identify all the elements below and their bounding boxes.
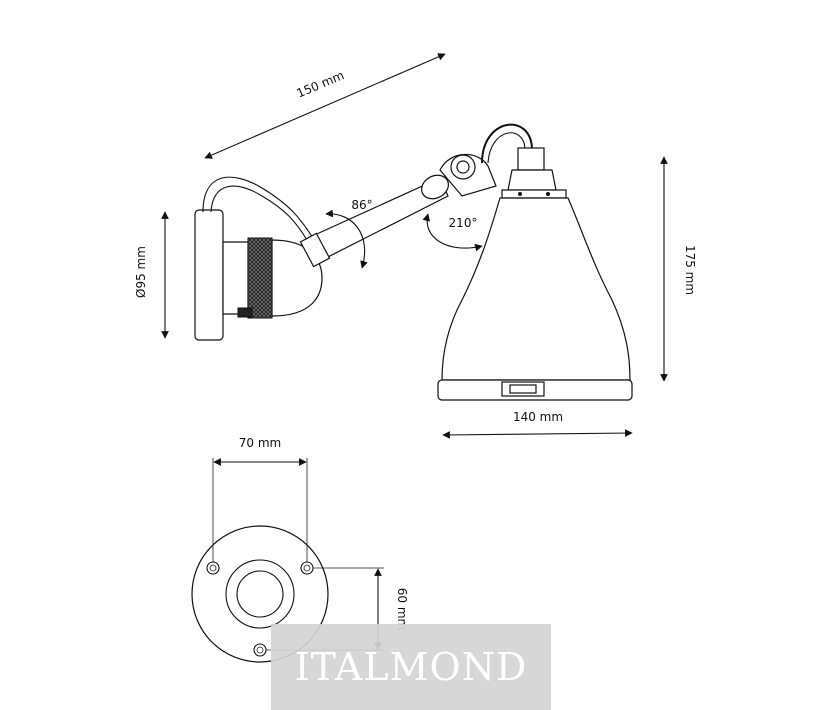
- shade-hook: [481, 123, 533, 164]
- dim-line-arm-length: [204, 53, 446, 159]
- backplate-inner-ring: [225, 559, 295, 629]
- arc-arm-angle: [325, 209, 368, 269]
- watermark-text: ITALMOND: [295, 645, 528, 689]
- label-hole-spacing-h: 70 mm: [239, 436, 281, 450]
- backplate: [194, 209, 224, 341]
- label-hole-spacing-v: 60 mm: [395, 588, 409, 630]
- watermark: ITALMOND: [271, 624, 551, 710]
- backplate-center: [236, 570, 284, 618]
- knurled-ring: [247, 237, 273, 319]
- arm-socket: [222, 241, 249, 315]
- label-arm-angle: 86°: [351, 198, 372, 212]
- label-shade-height: 175 mm: [683, 245, 697, 295]
- arc-shade-rotation: [422, 213, 483, 252]
- lamp-side-view: [194, 123, 633, 401]
- set-screw: [237, 307, 253, 318]
- dim-line-shade-width: [442, 429, 633, 439]
- label-shade-width: 140 mm: [513, 410, 563, 424]
- label-arm-length: 150 mm: [295, 68, 347, 100]
- cable-loop: [202, 176, 314, 239]
- label-shade-rotation: 210°: [449, 216, 478, 230]
- label-backplate-diameter: Ø95 mm: [134, 246, 148, 298]
- arm-joint: [421, 174, 449, 200]
